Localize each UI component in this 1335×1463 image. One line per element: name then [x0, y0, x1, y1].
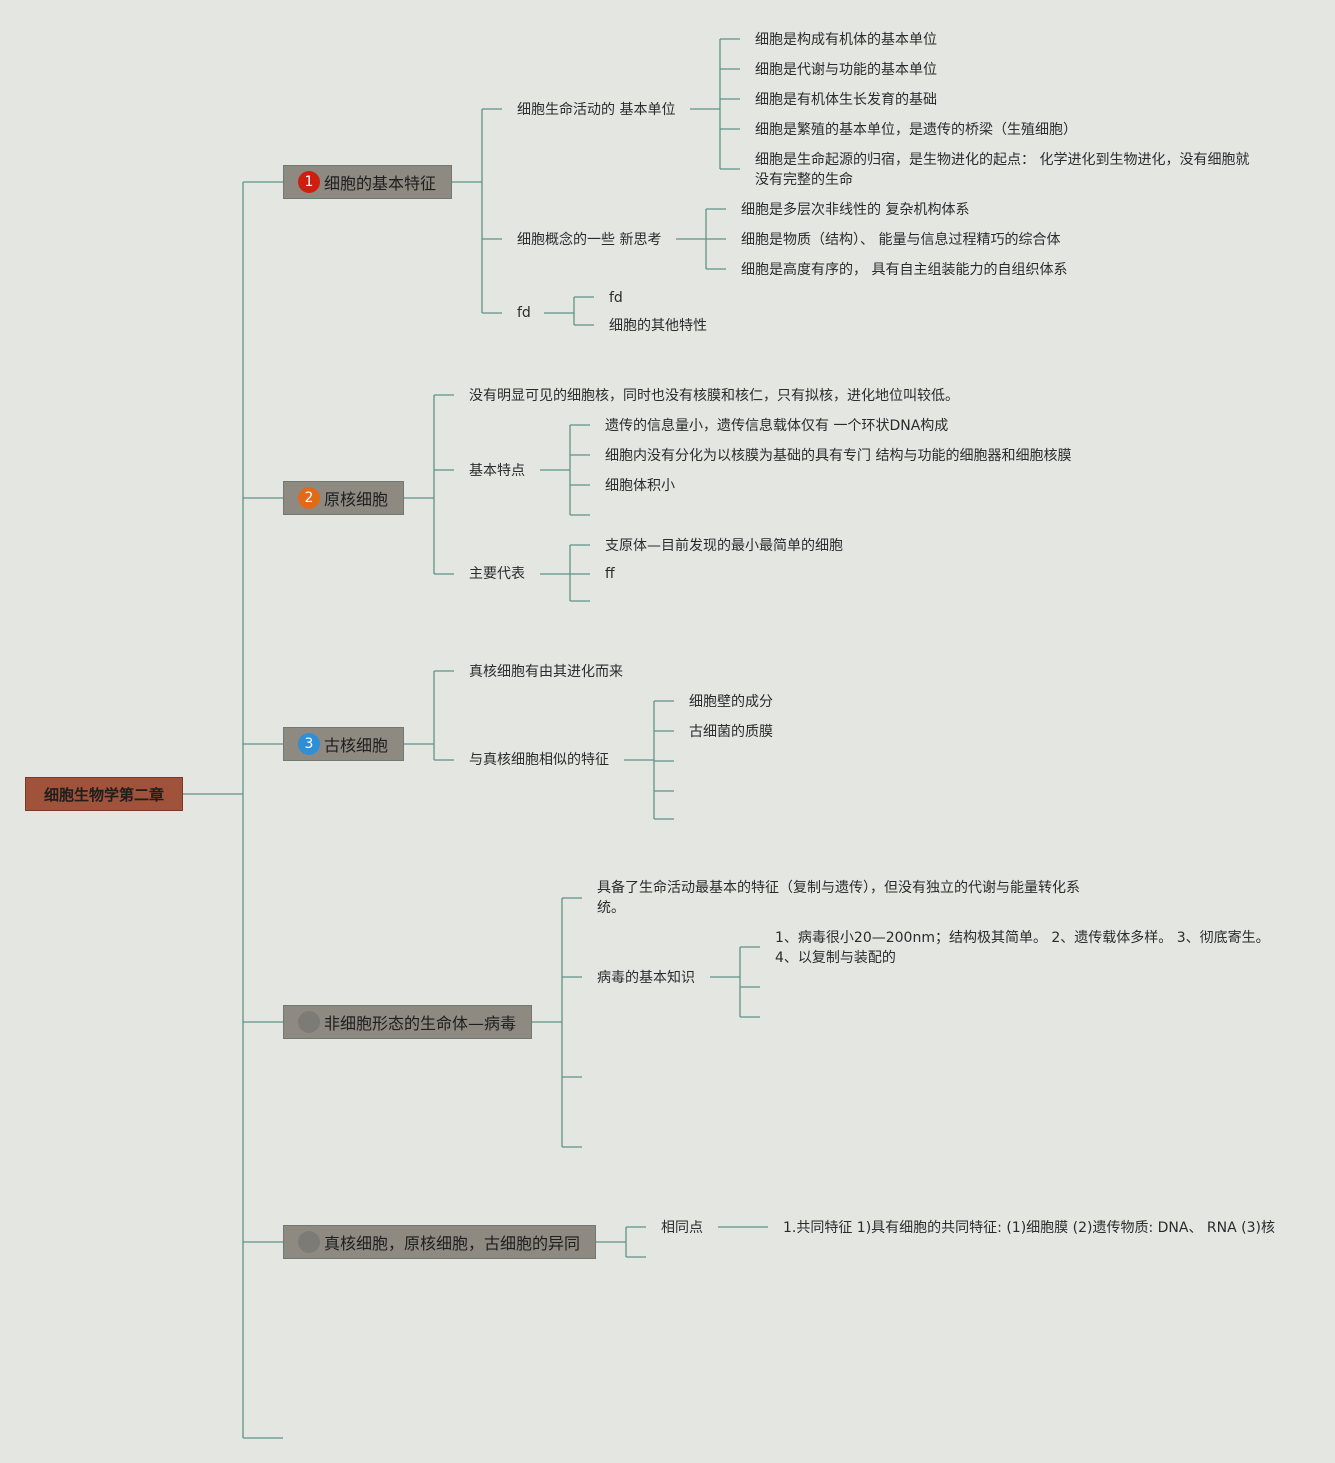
subtopic-similarities[interactable]: 相同点: [661, 1220, 703, 1236]
leaf-item[interactable]: 细胞壁的成分: [689, 694, 773, 710]
topic-cell-basic-features[interactable]: 1 细胞的基本特征: [283, 165, 452, 199]
leaf-item[interactable]: 古细菌的质膜: [689, 724, 773, 740]
topic-label: 原核细胞: [324, 490, 389, 509]
leaf-item[interactable]: 细胞是有机体生长发育的基础: [755, 92, 937, 108]
leaf-item[interactable]: fd: [609, 290, 623, 306]
leaf-item[interactable]: 遗传的信息量小，遗传信息载体仅有 一个环状DNA构成: [605, 418, 949, 434]
subtopic-basic-unit[interactable]: 细胞生命活动的 基本单位: [517, 102, 676, 118]
subtopic-new-thinking[interactable]: 细胞概念的一些 新思考: [517, 232, 662, 248]
leaf-item[interactable]: 支原体—目前发现的最小最简单的细胞: [605, 538, 843, 554]
leaf-item[interactable]: 细胞内没有分化为以核膜为基础的具有专门 结构与功能的细胞器和细胞核膜: [605, 448, 1072, 464]
subtopic-virus-features[interactable]: 具备了生命活动最基本的特征（复制与遗传），但没有独立的代谢与能量转化系统。: [597, 880, 1080, 916]
leaf-item[interactable]: 1.共同特征 1)具有细胞的共同特征: (1)细胞膜 (2)遗传物质: DNA、…: [783, 1220, 1275, 1236]
root-node[interactable]: 细胞生物学第二章: [25, 777, 183, 811]
subtopic-virus-basics[interactable]: 病毒的基本知识: [597, 970, 695, 986]
topic-label: 古核细胞: [324, 736, 389, 755]
leaf-item[interactable]: 细胞是高度有序的， 具有自主组装能力的自组织体系: [741, 262, 1068, 278]
leaf-item[interactable]: 细胞是生命起源的归宿，是生物进化的起点： 化学进化到生物进化，没有细胞就没有完整…: [755, 152, 1250, 188]
topic-label: 真核细胞，原核细胞，古细胞的异同: [324, 1234, 581, 1253]
leaf-item[interactable]: 细胞是多层次非线性的 复杂机构体系: [741, 202, 970, 218]
leaf-item[interactable]: 细胞是构成有机体的基本单位: [755, 32, 937, 48]
leaf-item[interactable]: 1、病毒很小20—200nm；结构极其简单。 2、遗传载体多样。 3、彻底寄生。…: [775, 930, 1270, 966]
topic-virus[interactable]: 非细胞形态的生命体—病毒: [283, 1005, 532, 1039]
leaf-item[interactable]: 细胞是物质（结构）、 能量与信息过程精巧的综合体: [741, 232, 1061, 248]
topic-prokaryotic-cell[interactable]: 2 原核细胞: [283, 481, 404, 515]
leaf-item[interactable]: 细胞的其他特性: [609, 318, 707, 334]
subtopic-similar-traits[interactable]: 与真核细胞相似的特征: [469, 752, 609, 768]
topic-comparison[interactable]: 真核细胞，原核细胞，古细胞的异同: [283, 1225, 596, 1259]
badge-icon: 1: [298, 171, 320, 193]
topic-archaea-cell[interactable]: 3 古核细胞: [283, 727, 404, 761]
subtopic-evolution[interactable]: 真核细胞有由其进化而来: [469, 664, 623, 680]
badge-icon: [298, 1011, 320, 1033]
leaf-item[interactable]: ff: [605, 566, 615, 582]
leaf-item[interactable]: 细胞是繁殖的基本单位，是遗传的桥梁（生殖细胞）: [755, 122, 1077, 138]
badge-icon: 2: [298, 487, 320, 509]
leaf-item[interactable]: 细胞体积小: [605, 478, 675, 494]
topic-label: 非细胞形态的生命体—病毒: [324, 1014, 517, 1033]
badge-icon: 3: [298, 733, 320, 755]
topic-label: 细胞的基本特征: [324, 174, 437, 193]
badge-icon: [298, 1231, 320, 1253]
subtopic-basic-traits[interactable]: 基本特点: [469, 463, 525, 479]
subtopic-no-nucleus[interactable]: 没有明显可见的细胞核，同时也没有核膜和核仁，只有拟核，进化地位叫较低。: [469, 388, 959, 404]
leaf-item[interactable]: 细胞是代谢与功能的基本单位: [755, 62, 937, 78]
subtopic-fd[interactable]: fd: [517, 305, 531, 321]
root-label: 细胞生物学第二章: [43, 785, 164, 804]
subtopic-representatives[interactable]: 主要代表: [469, 566, 525, 582]
